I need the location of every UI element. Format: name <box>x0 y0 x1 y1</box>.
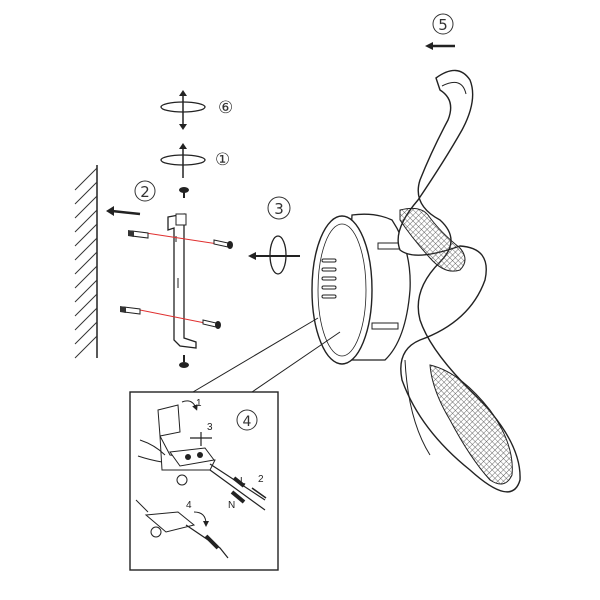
screw-icon <box>179 355 189 368</box>
screw-icon <box>213 239 233 249</box>
screw-icon <box>202 319 221 329</box>
wall-plug-icon <box>120 306 141 315</box>
wall-plug-icon <box>128 230 149 239</box>
screw-icon <box>179 187 189 198</box>
svg-text:2: 2 <box>140 183 150 201</box>
inset-step-3: 3 <box>207 422 213 433</box>
wall <box>74 165 98 359</box>
wire-live-label: L <box>240 476 246 487</box>
inset-step-2: 2 <box>258 474 264 485</box>
step-6-label: ⑥ <box>218 98 233 118</box>
inset-arrow-1 <box>181 400 198 411</box>
step-2-badge: 2 <box>134 180 156 202</box>
step-1-label: ① <box>215 150 230 170</box>
step-5-badge: 5 <box>432 13 454 35</box>
screwdriver-icon <box>190 432 212 446</box>
red-guide-line-top <box>145 232 219 245</box>
rotate-arrow-icon-step3 <box>248 235 300 275</box>
svg-text:5: 5 <box>438 16 448 34</box>
lamp-ribbon <box>397 69 521 493</box>
arrow-left-icon-step5 <box>425 42 455 50</box>
wire-neutral-label: N <box>228 500 235 511</box>
inset-arrow-4 <box>193 511 209 527</box>
inset-step-4: 4 <box>186 500 192 511</box>
svg-text:3: 3 <box>274 200 284 218</box>
inset-arrow-2 <box>251 487 267 499</box>
rotate-arrow-icon-step1 <box>160 143 206 178</box>
svg-text:4: 4 <box>243 414 252 430</box>
connector-cover <box>135 499 229 559</box>
wire-bundle <box>209 463 266 511</box>
step-4-badge: 4 <box>236 409 258 431</box>
red-guide-line-bottom <box>139 309 206 324</box>
zoom-line <box>192 317 319 393</box>
zoom-line <box>251 331 341 393</box>
mounting-bracket <box>167 213 197 349</box>
inset-step-1: 1 <box>196 398 202 409</box>
wiring-inset-box <box>129 391 279 571</box>
rotate-arrow-icon-step6 <box>160 90 206 130</box>
step-3-badge: 3 <box>267 196 291 220</box>
arrow-left-icon-step2 <box>106 206 141 216</box>
lamp-canopy <box>311 213 411 365</box>
